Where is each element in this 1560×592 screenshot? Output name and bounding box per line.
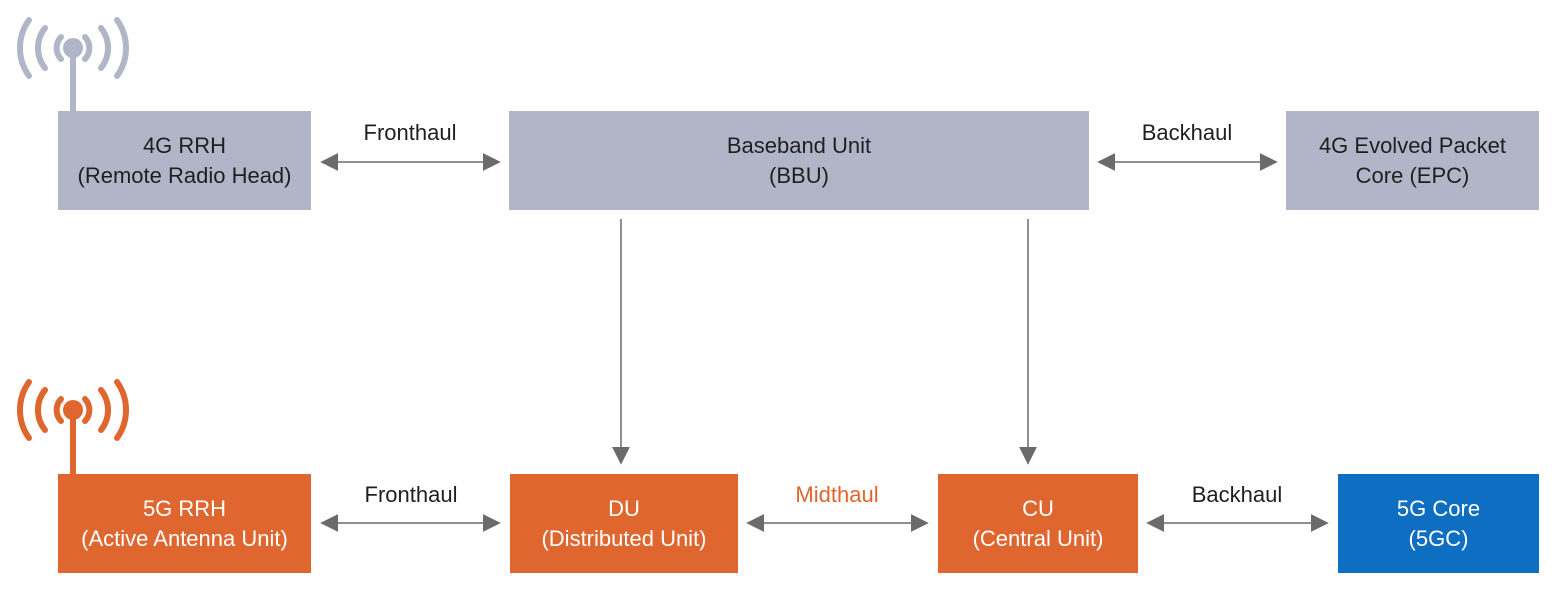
- epc-box: 4G Evolved Packet Core (EPC): [1286, 111, 1539, 210]
- backhaul-4g-label: Backhaul: [1141, 120, 1233, 145]
- cu-subtitle: (Central Unit): [972, 525, 1104, 551]
- rrh-4g-title: 4G RRH: [142, 132, 227, 158]
- rrh-5g-subtitle: (Active Antenna Unit): [81, 525, 288, 551]
- cu-box: CU (Central Unit): [938, 474, 1138, 573]
- bbu-box: Baseband Unit (BBU): [509, 111, 1089, 210]
- core-5g-title: 5G Core: [1396, 495, 1481, 521]
- core-5g-box: 5G Core (5GC): [1338, 474, 1539, 573]
- du-box: DU (Distributed Unit): [510, 474, 738, 573]
- fronthaul-5g-label: Fronthaul: [364, 482, 458, 507]
- rrh-4g-subtitle: (Remote Radio Head): [77, 162, 292, 188]
- rrh-5g-title: 5G RRH: [142, 495, 227, 521]
- du-title: DU: [608, 495, 640, 521]
- rrh-5g-box: 5G RRH (Active Antenna Unit): [58, 474, 311, 573]
- antenna-4g-icon: [17, 17, 129, 115]
- cu-title: CU: [1022, 495, 1054, 521]
- core-5g-subtitle: (5GC): [1408, 525, 1469, 551]
- bbu-title: Baseband Unit: [726, 132, 872, 158]
- du-subtitle: (Distributed Unit): [541, 525, 707, 551]
- epc-title: 4G Evolved Packet: [1318, 132, 1507, 158]
- fronthaul-4g-label: Fronthaul: [363, 120, 457, 145]
- backhaul-5g-label: Backhaul: [1191, 482, 1283, 507]
- epc-subtitle: Core (EPC): [1355, 162, 1470, 188]
- rrh-4g-box: 4G RRH (Remote Radio Head): [58, 111, 311, 210]
- antenna-5g-icon: [17, 379, 129, 477]
- midhaul-label: Midthaul: [795, 482, 879, 507]
- bbu-subtitle: (BBU): [769, 162, 829, 188]
